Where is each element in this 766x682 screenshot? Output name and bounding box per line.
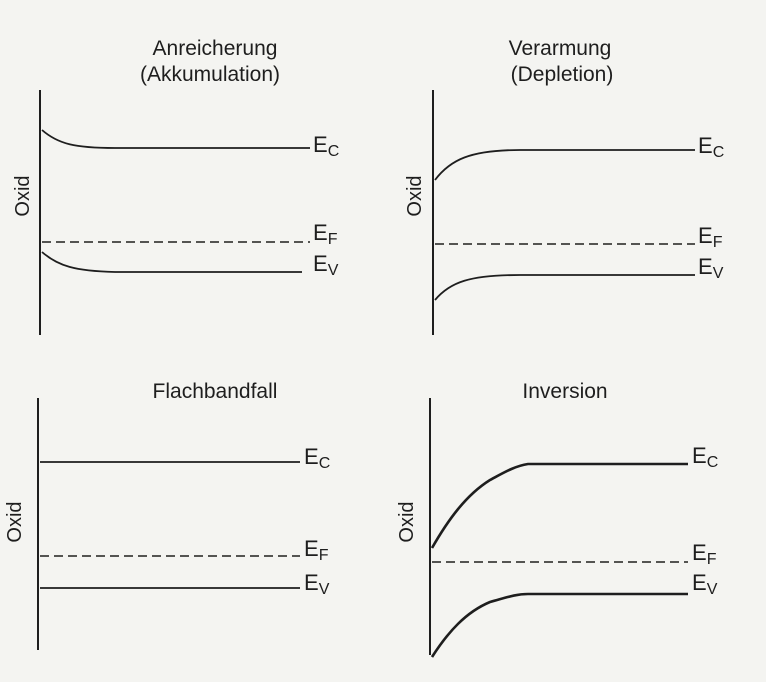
panel-inversion: Inversion Oxid EC EF EV [396,380,718,658]
valence-band-label: EV [698,254,724,282]
fermi-level-label: EF [304,536,329,564]
valence-band-curve [434,274,695,301]
fermi-level-label: EF [698,223,723,251]
fermi-level-label: EF [313,220,338,248]
oxide-label: Oxid [12,175,34,216]
panel-title-line1: Inversion [522,380,607,403]
valence-band-label: EV [692,570,718,598]
conduction-band-label: EC [304,444,330,472]
fermi-level-label: EF [692,540,717,568]
conduction-band-label: EC [692,443,718,471]
panel-accumulation: Anreicherung (Akkumulation) Oxid EC EF E… [12,37,339,335]
panel-flatband: Flachbandfall Oxid EC EF EV [4,380,330,650]
oxide-label: Oxid [396,501,418,542]
panel-depletion: Verarmung (Depletion) Oxid EC EF EV [404,37,724,335]
oxide-label: Oxid [404,175,426,216]
conduction-band-curve [430,462,688,549]
panel-title-line1: Verarmung [509,37,612,60]
panel-title-line2: (Depletion) [511,63,614,86]
oxide-label: Oxid [4,501,26,542]
panel-title-line1: Flachbandfall [153,380,278,403]
conduction-band-curve [41,129,310,149]
valence-band-curve [41,251,302,273]
panel-title-line2: (Akkumulation) [140,63,280,86]
valence-band-curve [430,592,688,658]
conduction-band-label: EC [313,132,339,160]
valence-band-label: EV [313,251,339,279]
valence-band-label: EV [304,570,330,598]
panel-title-line1: Anreicherung [153,37,278,60]
conduction-band-curve [434,149,695,181]
conduction-band-label: EC [698,133,724,161]
